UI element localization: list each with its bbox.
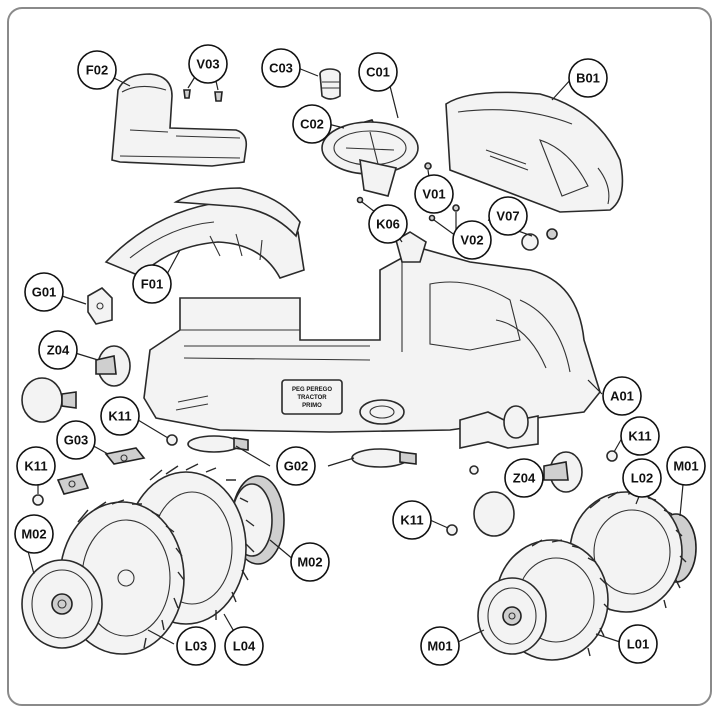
label-v01-text: V01 xyxy=(422,187,445,202)
label-c01: C01 xyxy=(358,52,398,92)
label-v07-text: V07 xyxy=(496,209,519,224)
label-f01: F01 xyxy=(132,264,172,304)
rim-right-front xyxy=(477,577,547,655)
screw-v02b xyxy=(428,214,436,222)
nut-k11-a xyxy=(166,434,178,446)
label-k11-a-text: K11 xyxy=(108,409,131,424)
label-v02-text: V02 xyxy=(460,233,483,248)
label-m02-b: M02 xyxy=(14,514,54,554)
label-k11-b: K11 xyxy=(16,446,56,486)
label-m01-a-text: M01 xyxy=(673,459,698,474)
screw-pair-part xyxy=(183,89,223,102)
label-g02-text: G02 xyxy=(284,459,309,474)
label-a01-text: A01 xyxy=(610,389,634,404)
screw-v01 xyxy=(424,162,432,170)
label-l04: L04 xyxy=(224,626,264,666)
label-z04-left-text: Z04 xyxy=(47,343,70,358)
label-l02: L02 xyxy=(622,458,662,498)
screw-k06 xyxy=(356,196,364,204)
hood-part xyxy=(445,91,624,213)
bolt-v07 xyxy=(521,228,558,251)
label-m01-b-text: M01 xyxy=(427,639,452,654)
label-g03: G03 xyxy=(56,420,96,460)
label-v07: V07 xyxy=(488,196,528,236)
label-g01: G01 xyxy=(24,272,64,312)
nameplate-line3: PRIMO xyxy=(302,403,322,409)
label-m02-a: M02 xyxy=(290,542,330,582)
tractor-body-part xyxy=(143,231,601,449)
seat-part xyxy=(111,73,248,167)
label-c03: C03 xyxy=(261,48,301,88)
label-z04-right-text: Z04 xyxy=(513,471,536,486)
nut-k11-c xyxy=(606,450,618,462)
label-b01: B01 xyxy=(568,58,608,98)
label-l03: L03 xyxy=(176,626,216,666)
nut-k11-e xyxy=(469,465,479,475)
hubcap-left-part xyxy=(21,345,131,423)
bushing-pair-part xyxy=(56,447,146,495)
label-b01-text: B01 xyxy=(576,71,600,86)
label-g02: G02 xyxy=(276,446,316,486)
steering-column xyxy=(395,231,427,263)
hubcap-right-part xyxy=(473,451,583,537)
label-c01-text: C01 xyxy=(366,65,390,80)
label-z04-left: Z04 xyxy=(38,330,78,370)
label-k11-c: K11 xyxy=(620,416,660,456)
label-m02-a-text: M02 xyxy=(297,555,322,570)
label-f02: F02 xyxy=(77,50,117,90)
label-l02-text: L02 xyxy=(631,471,653,486)
nut-k11-b xyxy=(32,494,44,506)
label-l04-text: L04 xyxy=(233,639,256,654)
label-l03-text: L03 xyxy=(185,639,207,654)
steering-cap-part xyxy=(319,68,341,100)
screw-v02a xyxy=(452,204,460,212)
rim-left-front xyxy=(21,559,103,649)
label-c03-text: C03 xyxy=(269,61,293,76)
bracket-part xyxy=(87,287,113,325)
label-m02-b-text: M02 xyxy=(21,527,46,542)
label-c02-text: C02 xyxy=(300,117,324,132)
label-l01-text: L01 xyxy=(627,637,649,652)
label-g03-text: G03 xyxy=(64,433,89,448)
label-k11-c-text: K11 xyxy=(628,429,651,444)
label-z04-right: Z04 xyxy=(504,458,544,498)
label-v03: V03 xyxy=(188,44,228,84)
steering-wheel-part xyxy=(321,121,419,197)
body-nameplate: PEG PEREGO TRACTOR PRIMO xyxy=(292,387,332,409)
label-c02: C02 xyxy=(292,104,332,144)
label-k06-text: K06 xyxy=(376,217,400,232)
label-g01-text: G01 xyxy=(32,285,57,300)
label-a01: A01 xyxy=(602,376,642,416)
label-m01-b: M01 xyxy=(420,626,460,666)
nameplate-line2: TRACTOR xyxy=(297,395,327,401)
fender-part xyxy=(104,187,305,279)
label-v02: V02 xyxy=(452,220,492,260)
label-m01-a: M01 xyxy=(666,446,706,486)
label-k06: K06 xyxy=(368,204,408,244)
label-k11-d: K11 xyxy=(392,500,432,540)
label-k11-a: K11 xyxy=(100,396,140,436)
label-k11-b-text: K11 xyxy=(24,459,47,474)
nut-k11-d xyxy=(446,524,458,536)
label-f01-text: F01 xyxy=(141,277,163,292)
nameplate-line1: PEG PEREGO xyxy=(292,387,332,393)
label-l01: L01 xyxy=(618,624,658,664)
label-f02-text: F02 xyxy=(86,63,108,78)
label-v01: V01 xyxy=(414,174,454,214)
label-k11-d-text: K11 xyxy=(400,513,423,528)
label-v03-text: V03 xyxy=(196,57,219,72)
